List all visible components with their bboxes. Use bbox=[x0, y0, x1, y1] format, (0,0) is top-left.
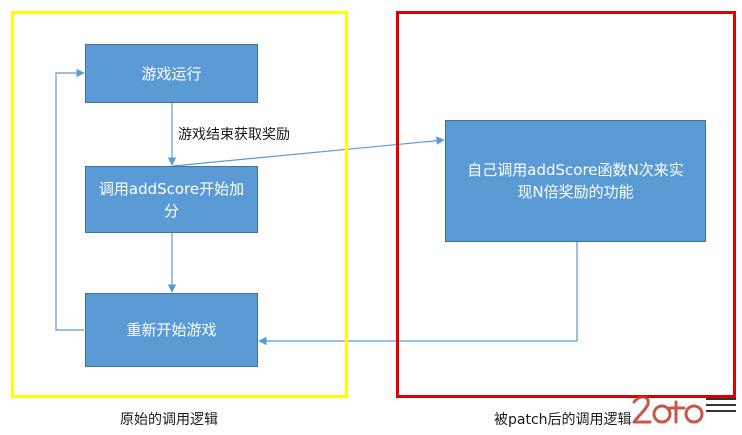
edge-patched-to-restart bbox=[258, 242, 578, 346]
node-patched-call-label: 自己调用addScore函数N次来实现N倍奖励的功能 bbox=[467, 161, 684, 201]
node-restart-game: 重新开始游戏 bbox=[85, 293, 258, 367]
patched-logic-frame bbox=[396, 11, 736, 398]
node-call-addscore: 调用addScore开始加分 bbox=[85, 166, 258, 233]
node-call-addscore-label: 调用addScore开始加分 bbox=[98, 179, 245, 220]
node-game-running: 游戏运行 bbox=[85, 44, 258, 103]
patched-logic-caption: 被patch后的调用逻辑 bbox=[494, 412, 632, 428]
edge-restart-loop-back bbox=[55, 68, 85, 331]
node-patched-call: 自己调用addScore函数N次来实现N倍奖励的功能 bbox=[445, 120, 706, 242]
node-game-running-label: 游戏运行 bbox=[141, 64, 202, 83]
node-restart-game-label: 重新开始游戏 bbox=[126, 321, 217, 339]
original-logic-frame bbox=[11, 11, 348, 398]
edge-label-game-over: 游戏结束获取奖励 bbox=[178, 127, 290, 143]
original-logic-caption: 原始的调用逻辑 bbox=[120, 412, 218, 428]
site-watermark-logo bbox=[632, 395, 736, 424]
